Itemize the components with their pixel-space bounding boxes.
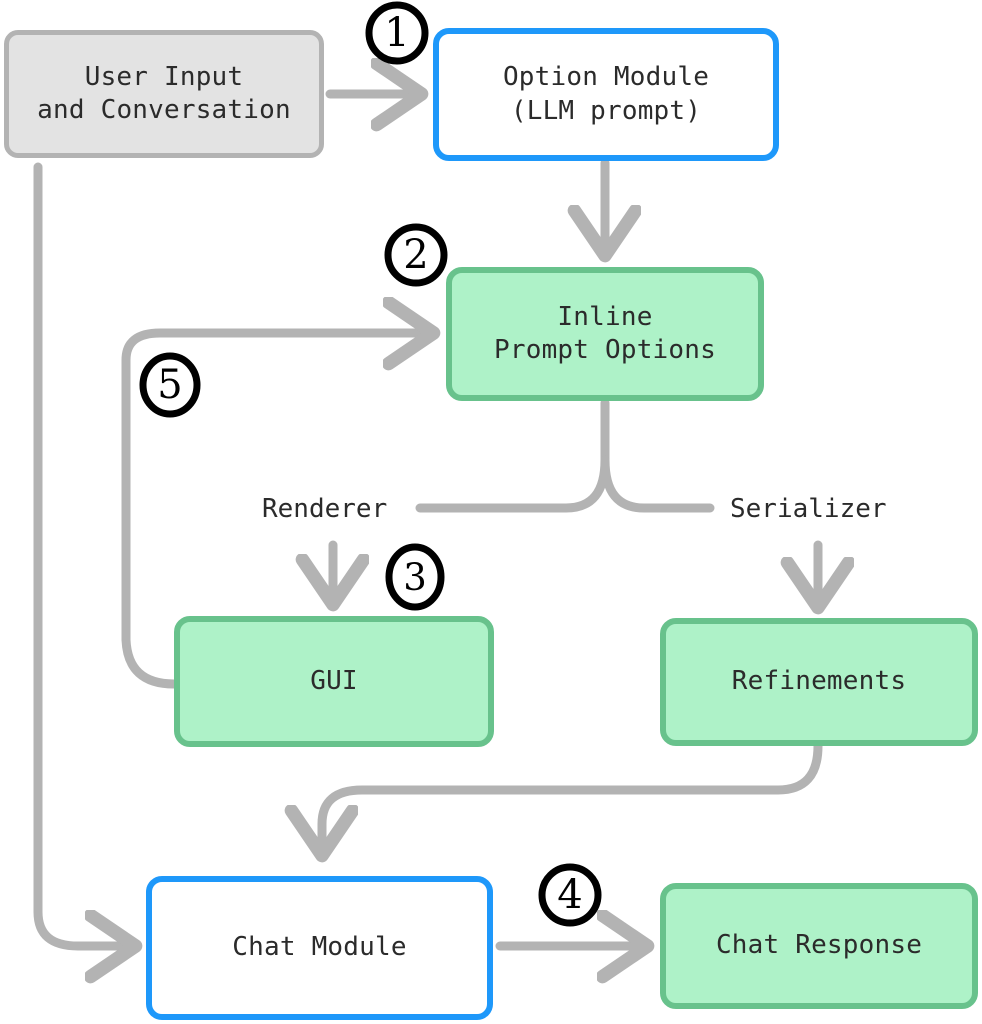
badge-circle-icon — [385, 543, 445, 611]
badge-circle-icon — [538, 863, 602, 927]
badge-circle-icon — [384, 223, 448, 287]
node-user-input[interactable]: User Input and Conversation — [4, 30, 324, 158]
node-chat-module[interactable]: Chat Module — [146, 876, 493, 1020]
node-chat-response[interactable]: Chat Response — [660, 883, 978, 1009]
node-refinements[interactable]: Refinements — [660, 618, 978, 746]
edge-label-serializer: Serializer — [730, 494, 887, 524]
edge-user-input-to-chat-module — [33, 162, 132, 946]
edge-refinements-to-chat-module — [322, 741, 823, 852]
edge-label-renderer: Renderer — [262, 494, 388, 524]
step-badge-5: 5 — [138, 352, 202, 418]
edge-inline-split-right — [600, 455, 715, 513]
step-badge-2: 2 — [383, 222, 449, 288]
step-badge-1-label: 1 — [384, 10, 410, 56]
step-badge-3: 3 — [384, 543, 446, 611]
step-badge-4-label: 4 — [557, 872, 583, 918]
step-badge-5-label: 5 — [157, 362, 183, 408]
step-badge-4: 4 — [537, 862, 603, 928]
badge-circle-icon — [139, 352, 201, 418]
edge-gui-feedback-to-inline — [121, 333, 430, 689]
node-inline-prompt-options[interactable]: Inline Prompt Options — [446, 267, 764, 401]
step-badge-3-label: 3 — [403, 555, 427, 599]
node-option-module[interactable]: Option Module (LLM prompt) — [433, 28, 779, 161]
step-badge-1: 1 — [364, 0, 430, 66]
node-gui[interactable]: GUI — [174, 616, 494, 747]
edge-inline-split-left — [415, 455, 610, 513]
badge-circle-icon — [365, 1, 429, 65]
step-badge-2-label: 2 — [403, 232, 429, 278]
